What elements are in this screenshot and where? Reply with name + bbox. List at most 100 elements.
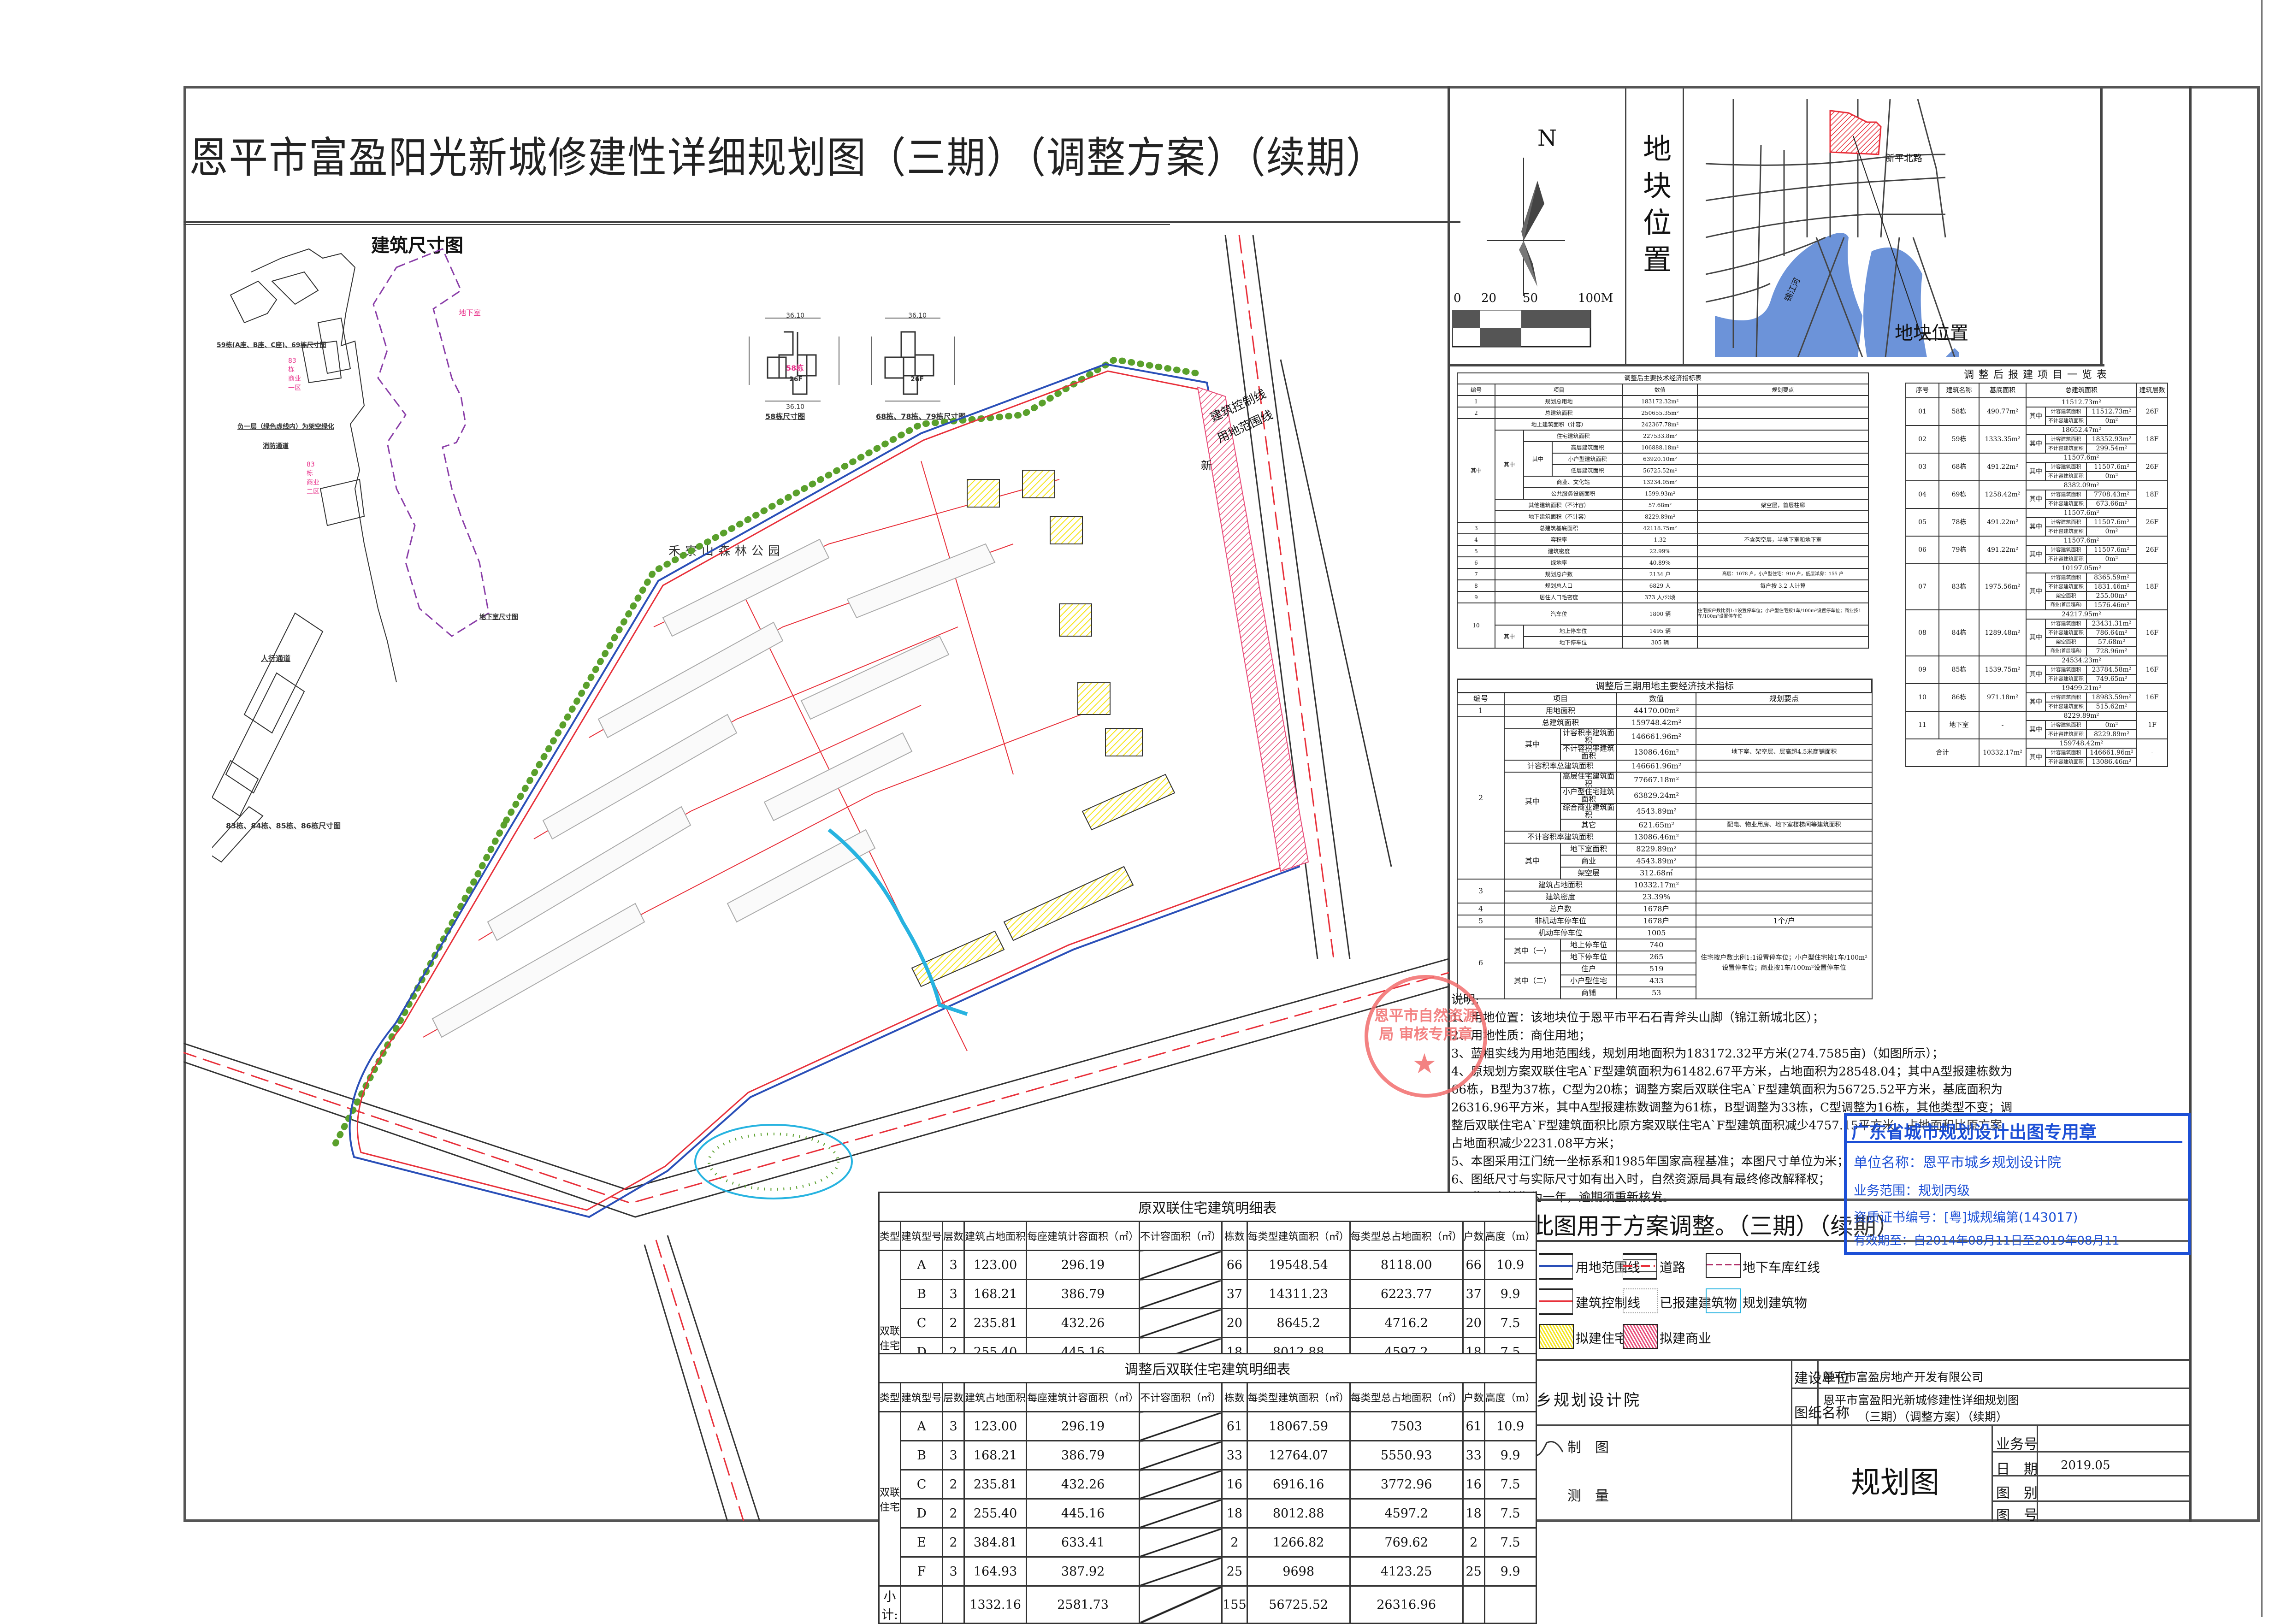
jirong-area: 11507.6m² [2086,545,2137,555]
header-no: 序号 [1905,383,1939,398]
sub-label: 其中 [2026,665,2046,684]
base-area: 1539.75m² [1979,656,2027,684]
building-name: 地下室 [1938,711,1980,739]
table-cell: 2 [1462,1527,1485,1558]
total-bujirong: 13086.46m² [2086,757,2137,767]
tb-meta-row-1 [1992,1451,2190,1453]
table-cell: 37 [1221,1279,1248,1309]
sub-label: 商业(首层超高) [2045,646,2087,656]
column-header: 建筑占地面积 [963,1221,1028,1251]
dim-58-tag: 58栋 [786,364,804,372]
sub-label: 计容建筑面积 [2045,545,2087,555]
subtotal-gfa_per: 2581.73 [1026,1585,1141,1624]
column-header: 建筑型号 [900,1221,944,1251]
column-header: 栋数 [1221,1382,1248,1412]
building-name: 86栋 [1938,683,1980,712]
column-header: 高度（m） [1483,1382,1537,1412]
scale-bar-icon [1452,310,1591,348]
table-cell: 255.40 [963,1498,1028,1529]
floors: 26F [2136,536,2168,564]
table-cell: 37 [1462,1279,1485,1309]
number-label: 图 号 [1996,1507,2038,1524]
blue-seal-valid: 有效期至：自2014年08月11日至2019年08月11 [1854,1234,2120,1248]
jirong-area: 11507.6m² [2086,517,2137,527]
sub-label: 不计容建筑面积 [2045,471,2087,481]
subtotal-gfa_type: 56725.52 [1246,1585,1351,1624]
building-name: 58栋 [1938,397,1980,426]
total-area: 24534.23m² [2026,656,2137,666]
sub-label: 不计容建筑面积 [2045,729,2087,739]
sub-label: 其中 [2026,692,2046,712]
header-total: 总建筑面积 [2026,383,2137,398]
fire-lane-label: 消防通道 [263,443,289,450]
adjusted-table-caption: 调整后双联住宅建筑明细表 [878,1353,1537,1383]
note-item: 1、用地位置：该地块位于恩平市平石石青斧头山脚（锦江新城北区）； [1451,1011,1825,1025]
total-area: 18652.47m² [2026,425,2137,435]
table-cell: 7.5 [1483,1527,1537,1558]
table-cell: 18 [1221,1498,1248,1529]
column-header: 类型 [878,1221,902,1251]
table-cell: D [900,1498,944,1529]
bujirong-area: 1831.46m² [2086,582,2137,592]
blue-seal-rule [1847,1141,2182,1143]
table-cell: 25 [1462,1556,1485,1587]
legend-text: 规划建筑物 [1743,1295,1808,1311]
sub-label: 其中 [2026,407,2046,426]
sub-label: 架空面积 [2045,591,2087,601]
date-label: 日 期 [1996,1461,2038,1477]
scale-label-50: 50 [1523,291,1538,305]
tb-row-divider-1 [1791,1388,2190,1389]
legend-swatch [1706,1253,1741,1278]
caption-83-86: 83栋、84栋、85栋、86栋尺寸图 [226,821,341,830]
table-cell: 16 [1462,1469,1485,1500]
header-name: 建筑名称 [1938,383,1980,398]
jirong-area: 23784.58m² [2086,665,2137,675]
legend-text: 用地范围线 [1576,1260,1641,1275]
row-no: 06 [1905,536,1939,564]
table-cell: 25 [1221,1556,1248,1587]
sub-label: 计容建筑面积 [2045,665,2087,675]
caption-58: 58栋尺寸图 [765,412,805,421]
column-header: 户数 [1462,1221,1485,1251]
sub-label: 其中 [2026,748,2046,767]
sub-label: 不计容建筑面积 [2045,443,2087,454]
sub-label: 计容建筑面积 [2045,407,2087,417]
base-area: 491.22m² [1979,453,2027,481]
table-cell: 2 [1221,1527,1248,1558]
sub-label: 计容建筑面积 [2045,517,2087,527]
bujirong-area: 0m² [2086,471,2137,481]
table-cell: 2 [942,1308,965,1338]
base-area: 971.18m² [1979,683,2027,712]
row-no: 09 [1905,656,1939,684]
sub-label: 其中 [2026,434,2046,454]
table-cell: 296.19 [1026,1411,1141,1441]
bujirong-area: 8229.89m² [2086,729,2137,739]
scale-label-100m: 100M [1578,291,1613,305]
row-no: 01 [1905,397,1939,426]
table-cell: 386.79 [1026,1279,1141,1309]
sub-label: 其中 [2026,490,2046,509]
titleblock-top-border [1448,1359,2190,1361]
